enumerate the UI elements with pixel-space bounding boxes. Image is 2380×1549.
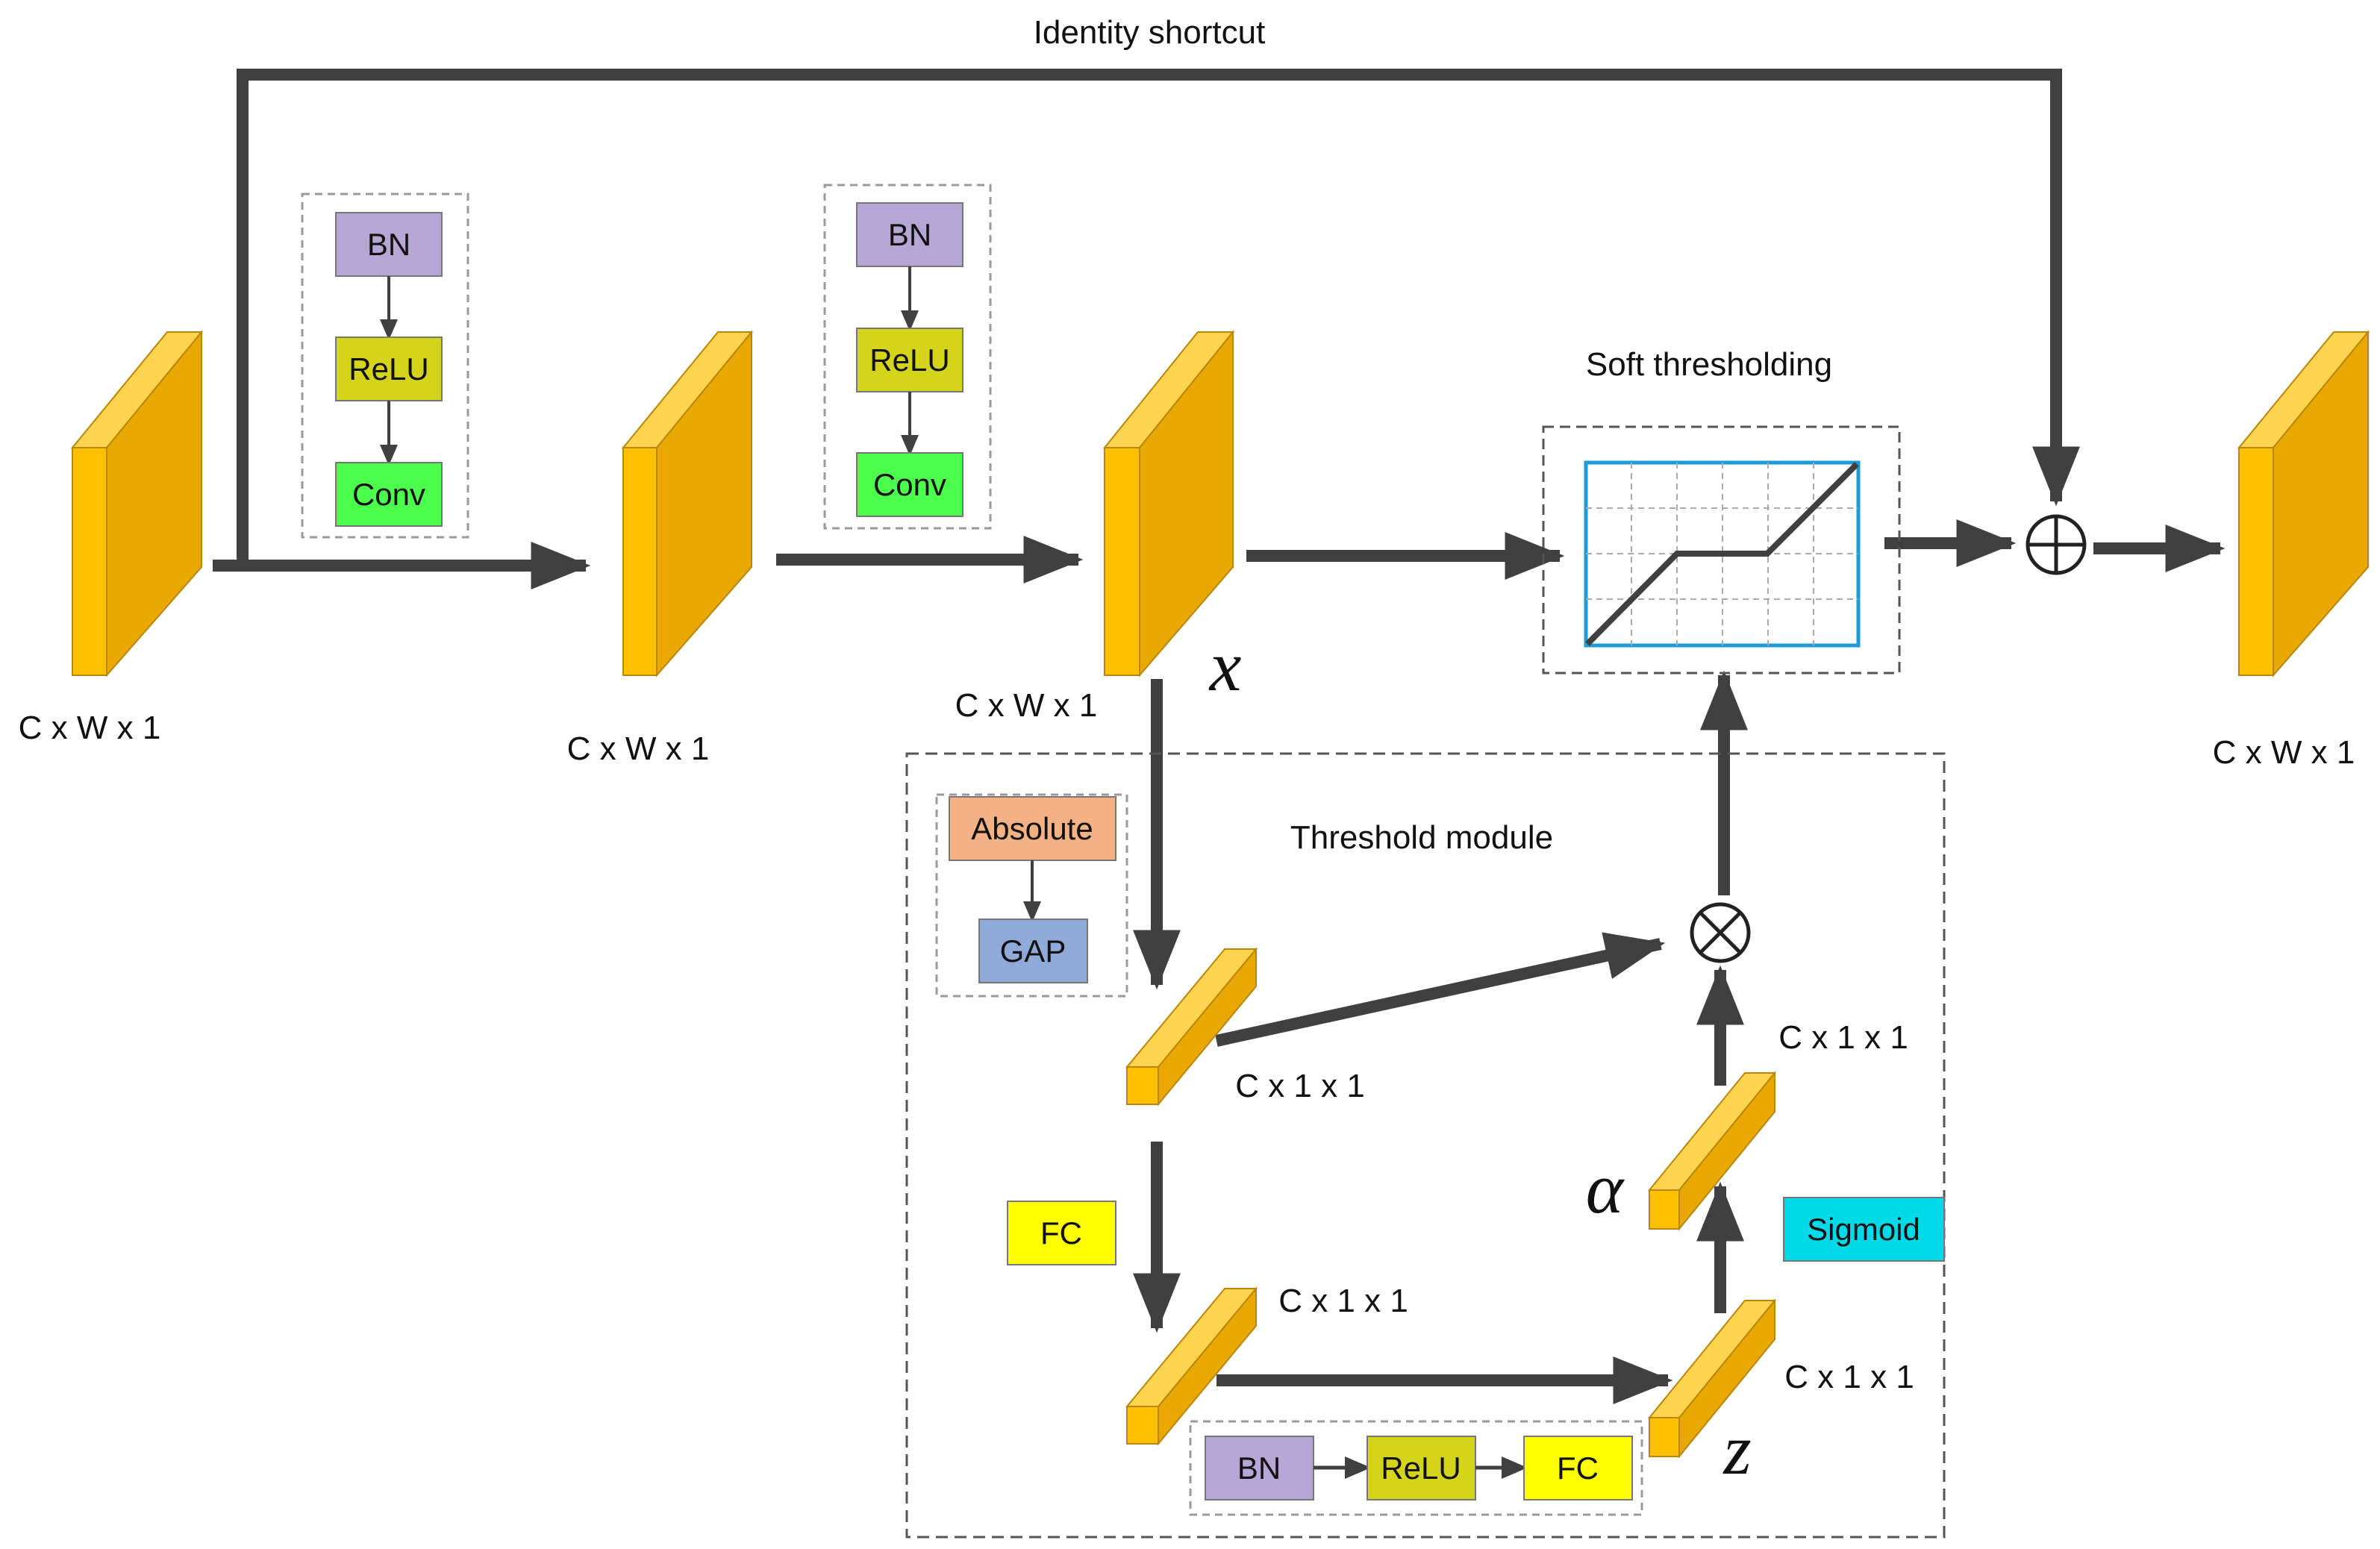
feature-map-output <box>2237 330 2370 678</box>
symbol-z: z <box>1722 1409 1751 1489</box>
bn-block-1 <box>335 212 443 277</box>
vector-fc <box>1125 1286 1258 1446</box>
bn-block-3-label: BN <box>1237 1451 1281 1486</box>
conv-block-1-label: Conv <box>352 477 425 512</box>
absolute-block <box>949 796 1116 861</box>
relu-block-2-label: ReLU <box>869 342 949 378</box>
identity-shortcut-line <box>237 69 2062 566</box>
feature-map-after-block1 <box>621 330 754 678</box>
residual-block-1: BN ReLU Conv <box>301 193 469 539</box>
bn-relu-fc-block: BN ReLU FC <box>1189 1420 1643 1516</box>
fc-block-2-label: FC <box>1557 1451 1599 1486</box>
soft-threshold-curve <box>1585 462 1859 646</box>
bn-block-2 <box>856 202 963 267</box>
soft-threshold-frame <box>1542 425 1901 675</box>
identity-shortcut-label: Identity shortcut <box>1034 14 1266 51</box>
threshold-module-label: Threshold module <box>1290 819 1553 856</box>
dim-z-label: C x 1 x 1 <box>1784 1359 1914 1395</box>
fc-block-1-label: FC <box>1040 1215 1082 1251</box>
conv-block-2-label: Conv <box>873 467 946 502</box>
arrow-gap-to-multiply <box>1215 932 1666 1047</box>
relu-block-2 <box>856 328 963 392</box>
conv-block-2 <box>856 452 963 517</box>
conv-block-1 <box>335 462 443 527</box>
dim-alpha-label: C x 1 x 1 <box>1778 1019 1908 1056</box>
add-operator <box>2026 514 2087 575</box>
vector-gap <box>1125 947 1258 1107</box>
dim-gap-label: C x 1 x 1 <box>1235 1068 1365 1104</box>
main-flow-arrows <box>213 69 2226 1404</box>
absolute-block-label: Absolute <box>971 811 1093 846</box>
dim-fc-label: C x 1 x 1 <box>1278 1283 1408 1319</box>
dim-x-label: C x W x 1 <box>955 687 1098 724</box>
symbol-x: x <box>1208 626 1242 706</box>
feature-map-x <box>1102 330 1235 678</box>
sigmoid-block-label: Sigmoid <box>1807 1212 1920 1247</box>
residual-block-2: BN ReLU Conv <box>823 184 992 530</box>
dim-input-label: C x W x 1 <box>19 710 161 746</box>
absolute-gap-block: Absolute GAP <box>935 793 1128 998</box>
residual-block-2-frame <box>823 184 992 530</box>
multiply-operator <box>1690 902 1751 963</box>
bn-block-2-label: BN <box>888 217 931 252</box>
relu-block-3-label: ReLU <box>1381 1451 1461 1486</box>
bn-block-3 <box>1205 1436 1314 1501</box>
symbol-alpha: α <box>1586 1148 1625 1228</box>
fc-block-1 <box>1007 1201 1116 1265</box>
relu-block-1-label: ReLU <box>349 351 428 387</box>
bn-block-1-label: BN <box>367 227 410 262</box>
soft-threshold-function <box>1542 425 1901 675</box>
sigmoid-block <box>1783 1197 1945 1262</box>
gap-block <box>978 919 1088 983</box>
vector-z <box>1647 1298 1777 1459</box>
threshold-module-frame <box>905 752 1946 1539</box>
bn-relu-fc-frame <box>1189 1420 1643 1516</box>
absolute-gap-frame <box>935 793 1128 998</box>
vector-alpha <box>1647 1071 1777 1231</box>
relu-block-1 <box>335 337 443 401</box>
fc-block-2 <box>1523 1436 1633 1501</box>
soft-thresholding-label: Soft thresholding <box>1586 346 1832 383</box>
residual-block-1-frame <box>301 193 469 539</box>
relu-block-3 <box>1367 1436 1476 1501</box>
dim-output-label: C x W x 1 <box>2213 734 2355 771</box>
dim-after-block1-label: C x W x 1 <box>567 730 710 767</box>
feature-map-input <box>70 330 204 678</box>
gap-block-label: GAP <box>1000 933 1066 968</box>
